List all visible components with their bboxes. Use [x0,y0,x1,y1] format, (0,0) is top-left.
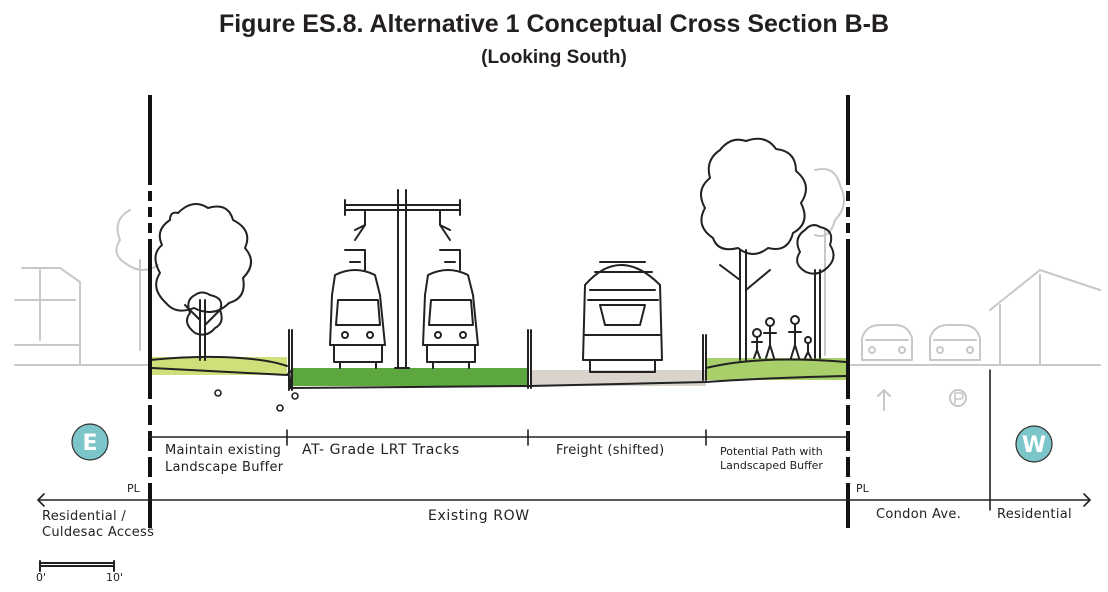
path-strip [706,358,846,380]
label-path-1: Potential Path with [720,445,823,458]
pedestrians [751,315,812,359]
ghost-house-right [989,269,1101,366]
ghost-tree-right [814,168,845,356]
label-existing-row: Existing ROW [428,508,530,524]
scale-end: 10' [106,571,123,584]
pl-label-right: PL [856,482,870,495]
drain-marker-1 [214,389,222,397]
compass-west: W [1015,425,1053,463]
pl-label-left: PL [127,482,141,495]
compass-east: E [71,423,109,461]
fence-post-right [702,334,707,381]
label-residential-left-2: Culdesac Access [42,525,154,540]
tree-left-small [185,291,223,361]
label-buffer-left-2: Landscape Buffer [165,460,284,475]
ghost-car-1 [861,324,913,361]
label-residential-left-1: Residential / [42,509,126,524]
ghost-house-left [14,267,81,366]
ground-line [151,367,847,389]
label-lrt: AT- Grade LRT Tracks [302,442,460,458]
catenary-pole [344,189,461,369]
scale-start: 0' [36,571,46,584]
lane-arrow-icon [877,389,891,411]
fence-post-mid [527,329,532,389]
label-freight: Freight (shifted) [556,443,664,458]
drain-marker-2 [276,404,284,412]
lrt-strip [292,368,529,386]
ghost-car-2 [929,324,981,361]
segment-ticks [286,429,707,446]
label-path-2: Landscaped Buffer [720,459,823,472]
buffer-left-edge [149,355,288,367]
lrt-vehicle-right [422,249,479,369]
label-condon-ave: Condon Ave. [876,507,961,522]
compass-east-letter: E [82,431,97,456]
figure-subtitle: (Looking South) [481,47,627,68]
drain-marker-3 [291,392,299,400]
compass-west-letter: W [1022,433,1046,458]
path-top-edge [705,358,847,369]
scale-bar: 0' 10' [36,560,123,584]
label-residential-right: Residential [997,507,1072,522]
tree-right-small [796,224,835,359]
label-buffer-left-1: Maintain existing [165,443,281,458]
figure-title: Figure ES.8. Alternative 1 Conceptual Cr… [218,10,890,38]
tree-right-large [700,137,807,361]
lrt-vehicle-left [329,249,386,369]
tree-left-large [154,203,252,361]
parking-p-icon [949,389,967,407]
fence-post-left [288,329,293,391]
ghost-tree-left [115,209,159,351]
row-dimension-line [37,493,1091,507]
freight-locomotive [582,261,663,373]
